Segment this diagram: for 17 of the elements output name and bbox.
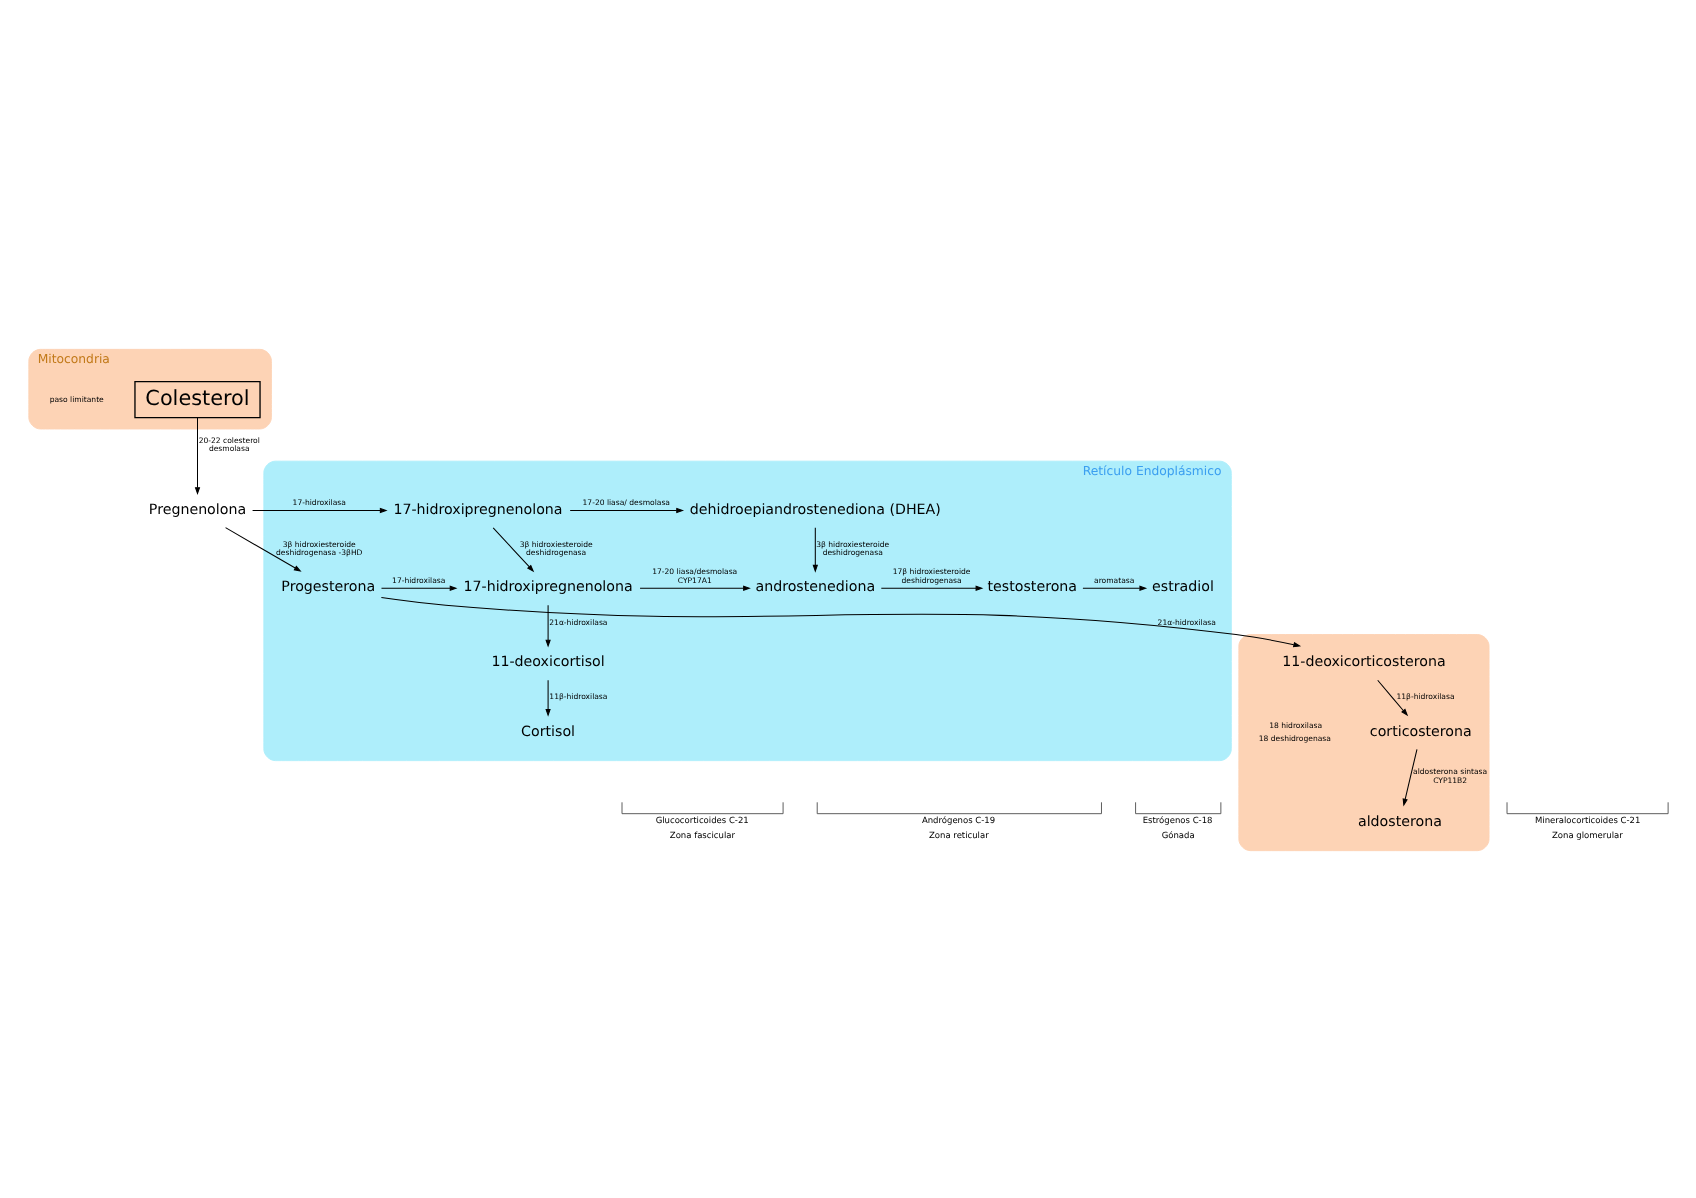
arrow bbox=[1402, 747, 1418, 806]
arrow bbox=[380, 596, 1302, 647]
arrow bbox=[545, 603, 551, 647]
node-box: Colesterol bbox=[134, 379, 261, 418]
arrow bbox=[569, 506, 685, 513]
arrow bbox=[252, 506, 388, 513]
arrow bbox=[880, 584, 984, 590]
arrow bbox=[380, 584, 458, 590]
arrow bbox=[639, 584, 751, 590]
arrow bbox=[492, 526, 535, 572]
arrow bbox=[545, 678, 551, 716]
arrow bbox=[194, 416, 201, 494]
arrow bbox=[812, 526, 819, 572]
arrow bbox=[1377, 678, 1409, 716]
arrow bbox=[225, 526, 302, 571]
cluster bbox=[1238, 633, 1490, 851]
arrow bbox=[1082, 584, 1148, 590]
